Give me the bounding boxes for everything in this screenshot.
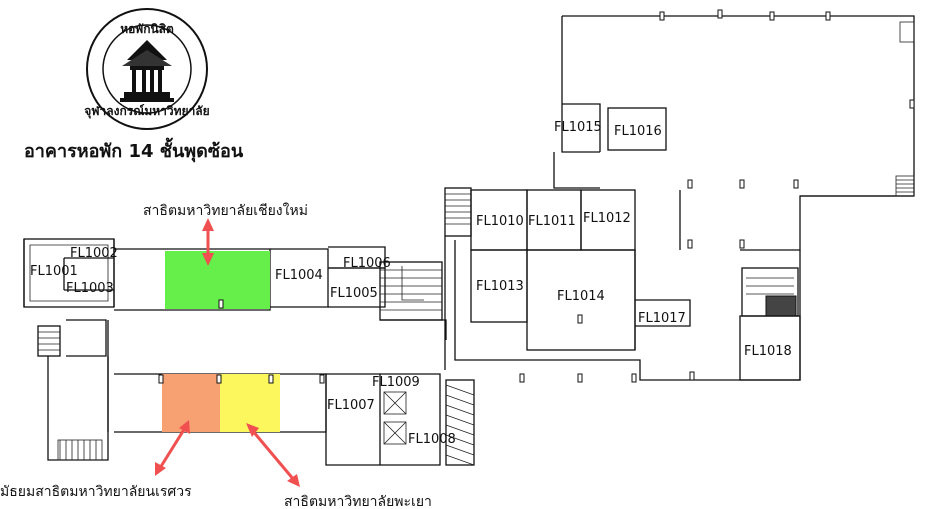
east-block-walls <box>444 187 801 381</box>
zone-phayao <box>220 374 280 432</box>
room-fl1014: FL1014 <box>557 289 605 304</box>
room-fl1002: FL1002 <box>70 246 118 261</box>
room-fl1013: FL1013 <box>476 279 524 294</box>
building-title: อาคารหอพัก 14 ชั้นพุดซ้อน <box>24 137 244 163</box>
room-fl1016: FL1016 <box>614 124 662 139</box>
room-fl1010: FL1010 <box>476 214 524 229</box>
room-fl1009: FL1009 <box>372 375 420 390</box>
zone-naresuan <box>162 374 220 432</box>
room-fl1001: FL1001 <box>30 264 78 279</box>
room-fl1005: FL1005 <box>330 286 378 301</box>
room-fl1006: FL1006 <box>343 256 391 271</box>
room-fl1008: FL1008 <box>408 432 456 447</box>
room-fl1015: FL1015 <box>554 120 602 135</box>
pavilion-emblem <box>120 40 174 102</box>
label-chiang-mai: สาธิตมหาวิทยาลัยเชียงใหม่ <box>143 202 308 219</box>
room-fl1012: FL1012 <box>583 211 631 226</box>
southeast-room-walls <box>739 267 801 381</box>
zone-chiang-mai <box>165 251 270 309</box>
northeast-hall-walls <box>553 15 915 251</box>
dormitory-logo: หอพักนิสิต จุฬาลงกรณ์มหาวิทยาลัย <box>84 8 210 130</box>
room-fl1004: FL1004 <box>275 268 323 283</box>
room-fl1007: FL1007 <box>327 398 375 413</box>
arrow-phayao <box>246 423 300 487</box>
label-naresuan: มัธยมสาธิตมหาวิทยาลัยนเรศวร <box>0 484 192 500</box>
center-rooms-walls <box>328 246 447 340</box>
room-fl1011: FL1011 <box>528 214 576 229</box>
column-markers <box>158 9 915 384</box>
room-fl1003: FL1003 <box>66 281 114 296</box>
left-wing-walls <box>23 238 115 461</box>
arrow-chiang-mai <box>202 218 214 266</box>
label-phayao: สาธิตมหาวิทยาลัยพะเยา <box>284 494 432 509</box>
room-fl1018: FL1018 <box>744 344 792 359</box>
room-fl1017: FL1017 <box>638 311 686 326</box>
logo-bottom-text: จุฬาลงกรณ์มหาวิทยาลัย <box>84 104 209 119</box>
arrow-naresuan <box>155 420 190 476</box>
logo-top-text: หอพักนิสิต <box>120 22 174 36</box>
